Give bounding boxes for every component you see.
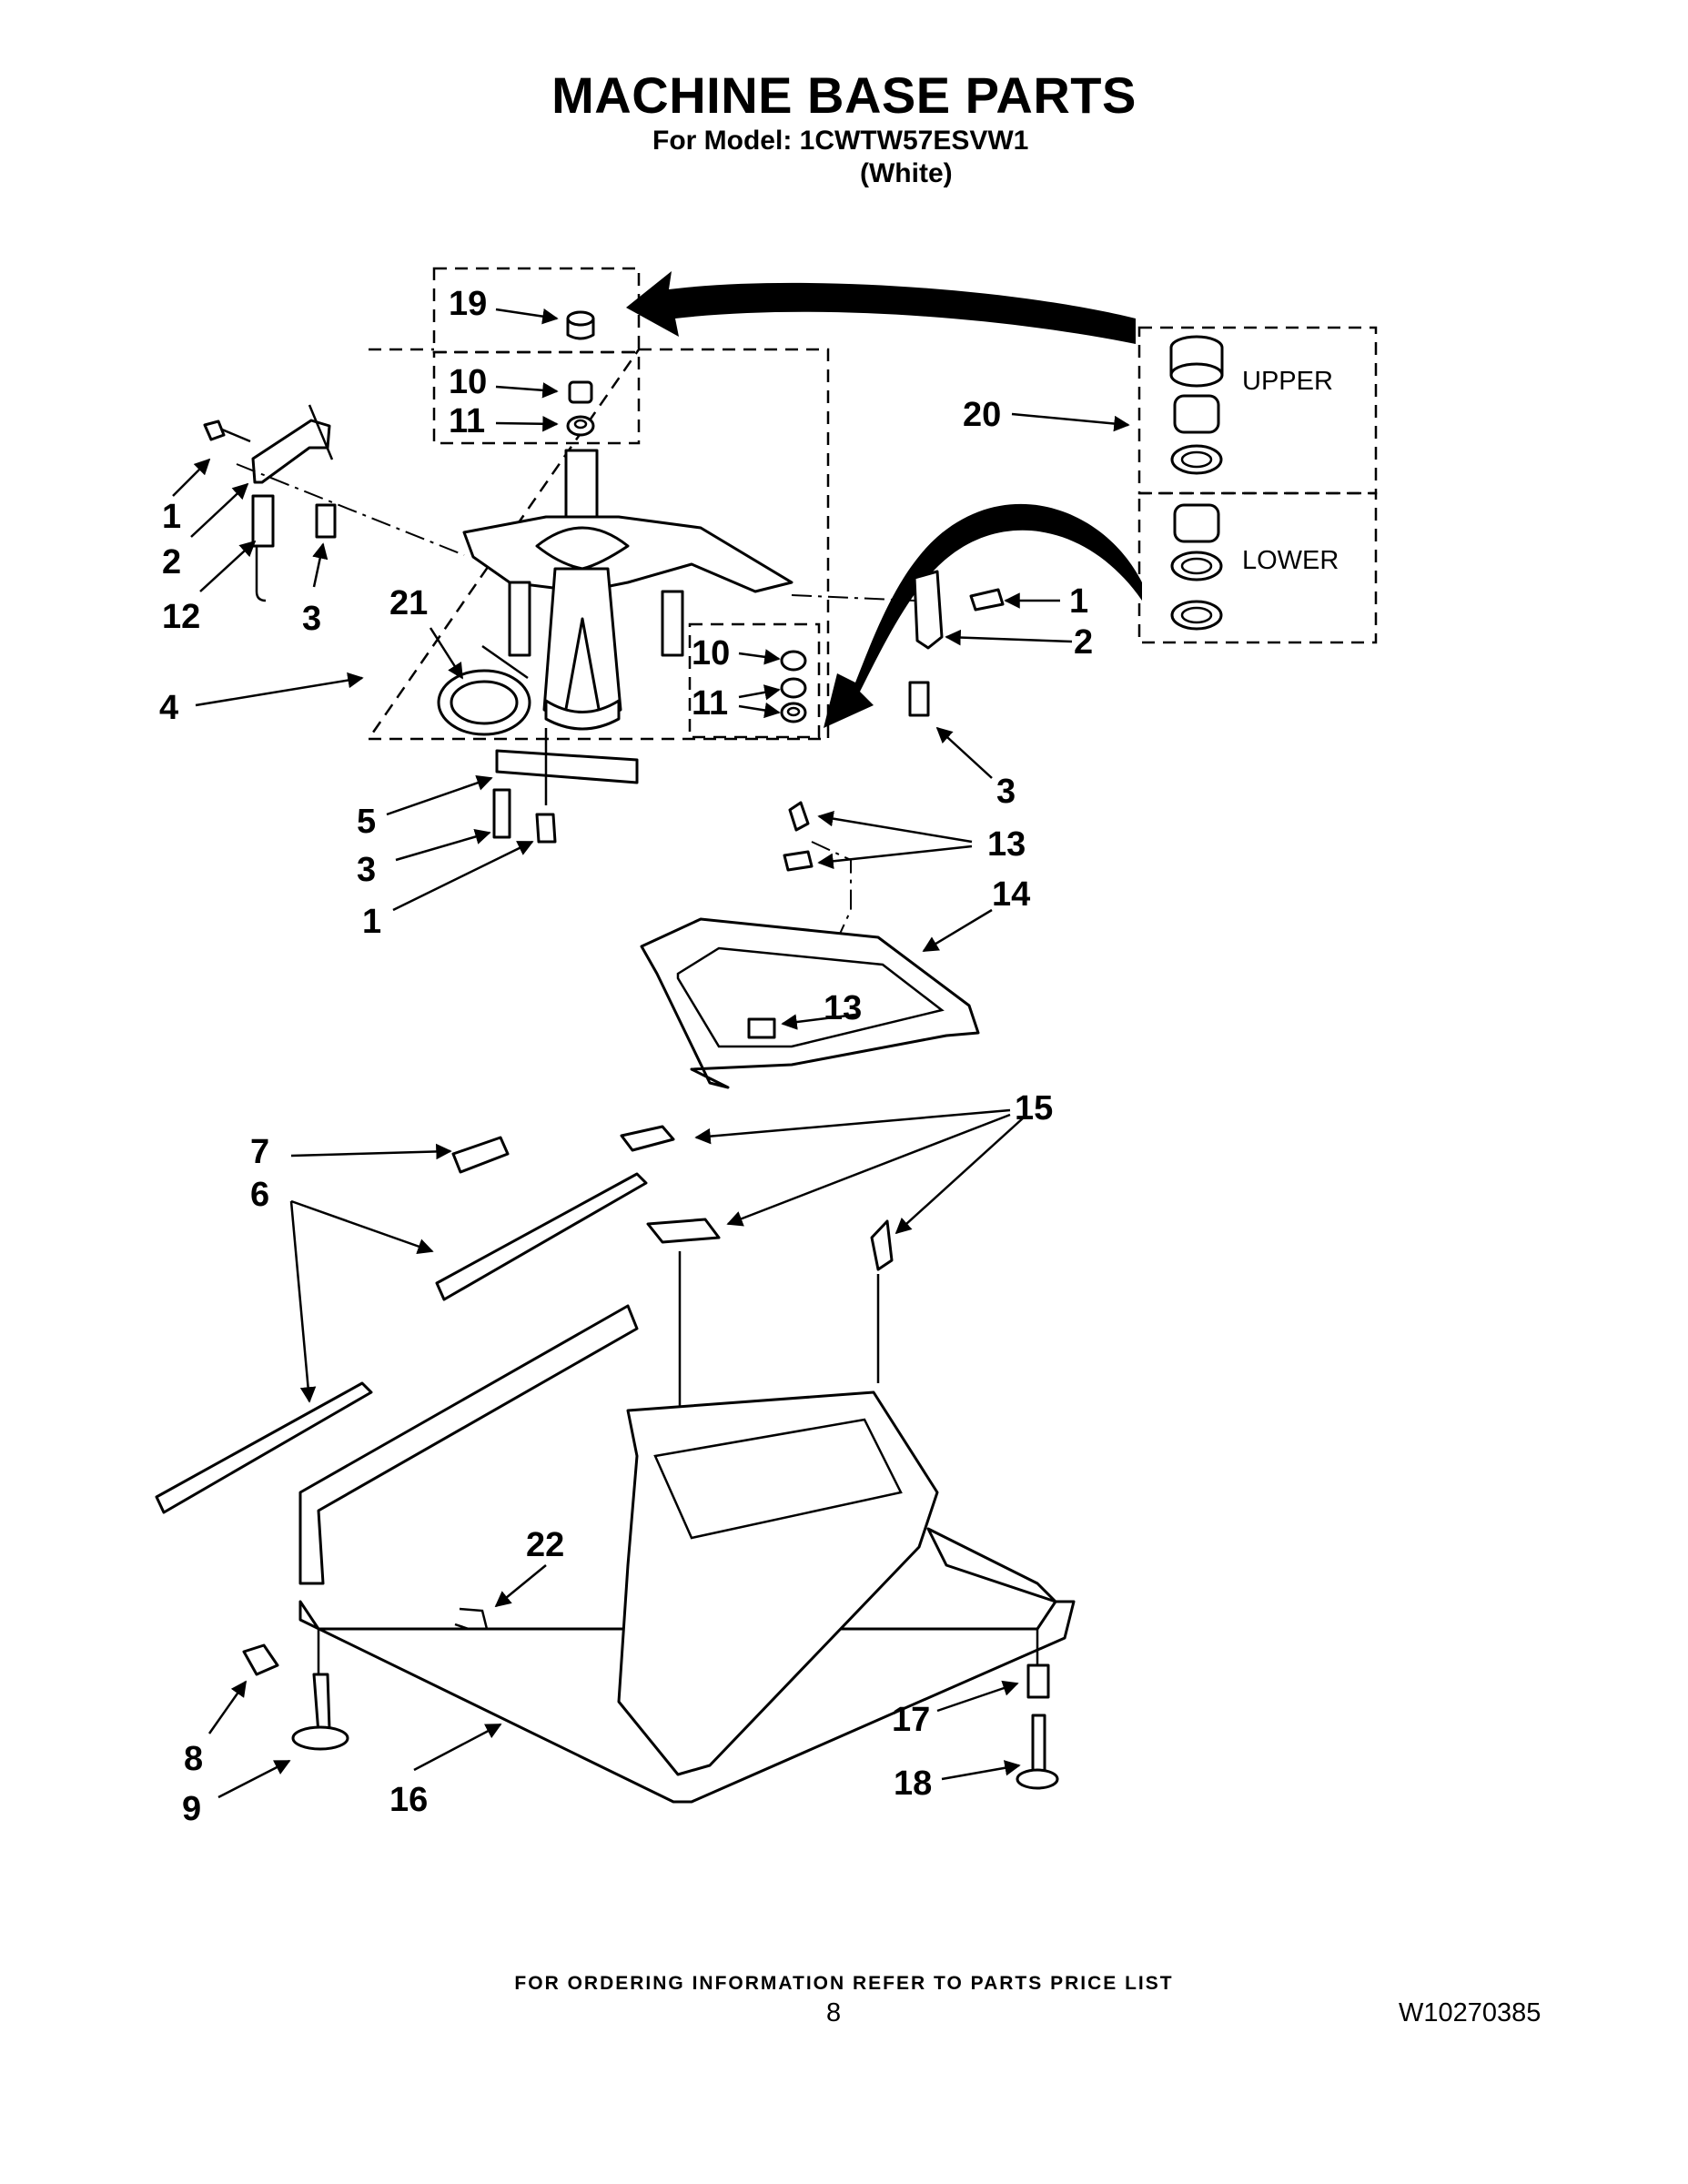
lower-hub-parts: [780, 650, 807, 723]
suspension-base-assembly: [437, 449, 793, 736]
callout-11-lower: 11: [692, 684, 728, 723]
dashed-group-boxes: [366, 267, 1378, 741]
callout-20: 20: [963, 396, 1001, 434]
callout-12: 12: [162, 598, 200, 636]
callout-10-lower: 10: [692, 634, 730, 672]
page-number: 8: [826, 1998, 842, 2027]
callout-8: 8: [184, 1740, 203, 1778]
callout-15: 15: [1015, 1089, 1053, 1127]
callout-7: 7: [250, 1133, 269, 1171]
callout-17: 17: [892, 1701, 930, 1739]
callout-13: 13: [987, 825, 1026, 864]
callout-1-right: 1: [1069, 582, 1088, 621]
callout-3: 3: [302, 600, 321, 638]
left-suspension-parts: [203, 404, 465, 602]
ordering-info: FOR ORDERING INFORMATION REFER TO PARTS …: [514, 1973, 1174, 1994]
page-title: MACHINE BASE PARTS: [551, 66, 1137, 124]
callout-labels: 19 10 11 1 2 12 3 21 4 10 11 1 2 3 20 UP…: [159, 285, 1339, 1828]
callout-6: 6: [250, 1176, 269, 1214]
upper-hub-parts: [566, 310, 595, 437]
model-number: For Model: 1CWTW57ESVW1: [652, 126, 1029, 156]
bearing-arrows: [626, 271, 1142, 728]
model-color: (White): [860, 158, 953, 188]
callout-1-lower: 1: [362, 903, 381, 941]
label-upper: UPPER: [1242, 367, 1333, 396]
callout-10: 10: [449, 363, 487, 401]
callout-2-right: 2: [1074, 623, 1093, 662]
base-clip-parts: [155, 1125, 894, 1693]
callout-14: 14: [992, 875, 1030, 914]
callout-1: 1: [162, 498, 181, 536]
document-number: W10270385: [1399, 1998, 1541, 2027]
label-lower: LOWER: [1242, 546, 1339, 575]
callout-2: 2: [162, 543, 181, 581]
callout-4: 4: [159, 689, 178, 727]
lower-bracket-parts: [492, 728, 639, 844]
right-suspension-parts: [791, 570, 1005, 717]
callout-19: 19: [449, 285, 487, 323]
callout-3-lower: 3: [357, 851, 376, 889]
callout-18: 18: [894, 1764, 932, 1803]
callout-11: 11: [449, 402, 485, 440]
machine-base-frame: [298, 1304, 1076, 1804]
callout-13-lower: 13: [824, 989, 862, 1027]
callout-22: 22: [526, 1526, 564, 1564]
callout-21: 21: [389, 584, 428, 622]
bearing-set: [1169, 335, 1224, 631]
callout-5: 5: [357, 803, 376, 841]
leveling-leg-parts: [242, 1629, 1059, 1790]
callout-16: 16: [389, 1781, 428, 1819]
mounting-frame-parts: [640, 801, 980, 1089]
leader-lines: [172, 308, 1130, 1799]
callout-9: 9: [182, 1790, 201, 1828]
callout-3-right: 3: [996, 773, 1016, 811]
